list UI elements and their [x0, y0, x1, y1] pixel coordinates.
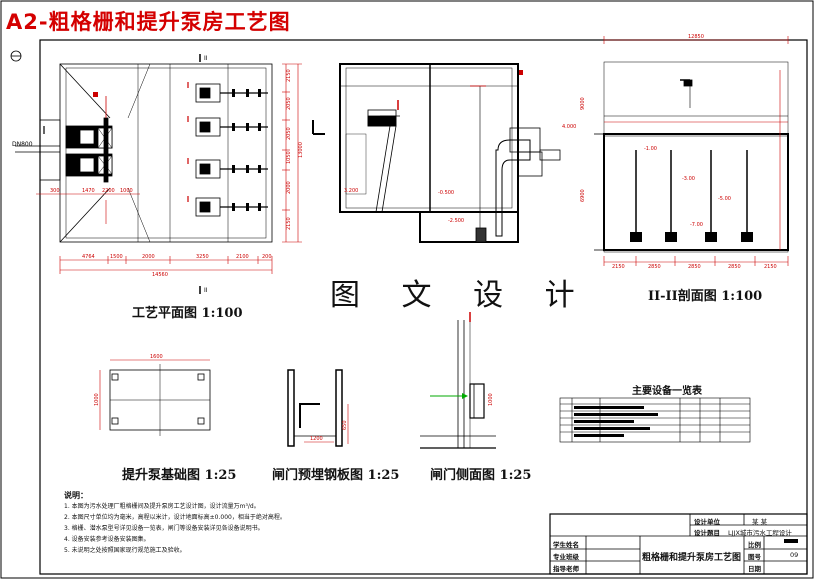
section-elev-right-1: -1.00	[644, 146, 657, 152]
note-5: 5. 未说明之处按照国家现行规范施工及验收。	[64, 547, 186, 554]
brand-watermark: 图 文 设 计	[330, 278, 591, 313]
tb-design-unit-value: 某 某	[752, 518, 768, 526]
pump-base-detail	[99, 359, 211, 436]
tb-drawing-name: 粗格栅和提升泵房工艺图	[642, 553, 742, 563]
plan-dim-left-1: 300	[50, 188, 60, 194]
mid-elev-2: 3.200	[344, 188, 358, 194]
note-2: 2. 本图尺寸单位均为毫米，高程以米计，设计地面标高±0.000，相当于绝对高程…	[64, 514, 286, 521]
section-bottom-3: 2850	[688, 264, 701, 270]
caption-plan: 工艺平面图 1:100	[132, 306, 243, 321]
tb-topic-label: 设计题目	[694, 529, 720, 537]
tb-topic-value: LJJX城市污水工程设计	[728, 529, 792, 537]
tb-number-value: 09	[790, 551, 799, 559]
note-1: 1. 本图为污水处理厂粗格栅间及提升泵房工艺设计图，设计流量万m³/d。	[64, 503, 260, 510]
mid-elev-4: -2.500	[448, 218, 464, 224]
section-elev-right-3: -5.00	[718, 196, 731, 202]
title-block	[549, 513, 808, 575]
plan-dim-bottom-2: 1500	[110, 254, 123, 260]
section-right-1: 9000	[580, 97, 586, 110]
section-mark-bottom: II	[204, 287, 208, 294]
section-elev-right-4: -7.00	[690, 222, 703, 228]
pump-base-dim-1: 1600	[150, 354, 163, 360]
plan-dim-right-5: 2000	[286, 181, 292, 194]
inlet-label: DN800	[12, 141, 33, 148]
plan-dim-bottom-5: 2100	[236, 254, 249, 260]
note-3: 3. 格栅、潜水泵型号详见设备一览表，闸门等设备安装详见各设备说明书。	[64, 525, 264, 532]
gate-plate-detail	[287, 369, 349, 447]
notes-title: 说明：	[64, 491, 88, 500]
inner-frame	[39, 39, 808, 575]
plan-dim-bottom-3: 2000	[142, 254, 155, 260]
section-bottom-1: 2150	[612, 264, 625, 270]
mid-elev-3: -0.500	[438, 190, 454, 196]
design-notes: 说明： 1. 本图为污水处理厂粗格栅间及提升泵房工艺设计图，设计流量万m³/d。…	[64, 490, 286, 556]
plan-dim-left-4: 1000	[120, 188, 133, 194]
section-top-total: 12850	[688, 34, 704, 40]
section-bottom-4: 2850	[728, 264, 741, 270]
plan-dim-right-2: 2050	[286, 97, 292, 110]
tb-advisor-label: 指导老师	[553, 565, 579, 573]
plan-dim-left-2: 1470	[82, 188, 95, 194]
section-bottom-2: 2850	[648, 264, 661, 270]
tb-scale-label: 比例	[748, 541, 761, 549]
caption-equipment: 主要设备一览表	[632, 386, 702, 397]
plan-view	[10, 50, 302, 294]
plan-dim-total: 14560	[152, 272, 168, 278]
plan-dim-right-total: 13000	[298, 142, 304, 158]
tb-student-label: 学生姓名	[553, 541, 579, 549]
plan-dim-bottom-4: 3250	[196, 254, 209, 260]
caption-gate-plate: 闸门预埋钢板图 1:25	[272, 468, 400, 483]
gate-plate-dim-2: 650	[342, 420, 348, 430]
pump-base-dim-2: 1000	[94, 393, 100, 406]
dimension-labels: 4764 1500 2000 3250 2100 200 14560 300 1…	[50, 34, 777, 442]
plan-annotations: DN800 II II	[12, 55, 208, 294]
plan-dim-right-1: 2150	[286, 69, 292, 82]
tb-number-label: 图号	[748, 553, 761, 561]
caption-section: II-II剖面图 1:100	[648, 289, 763, 304]
sheet-title: A2-粗格栅和提升泵房工艺图	[6, 10, 291, 34]
mid-elev-1: 4.000	[562, 124, 576, 130]
ii-section	[594, 36, 789, 266]
plan-dim-bottom-6: 200	[262, 254, 272, 260]
section-mark-top: II	[204, 55, 208, 62]
note-4: 4. 设备安装参考设备安装图集。	[64, 536, 150, 543]
plan-dim-bottom-1: 4764	[82, 254, 95, 260]
gate-plate-dim-1: 1200	[310, 436, 323, 442]
plan-dim-right-4: 1050	[286, 151, 292, 164]
caption-gate-side: 闸门侧面图 1:25	[430, 468, 532, 483]
plan-dim-left-3: 2200	[102, 188, 115, 194]
equipment-table	[559, 397, 751, 443]
tb-design-unit-label: 设计单位	[694, 518, 720, 526]
plan-dim-right-6: 2150	[286, 217, 292, 230]
gate-side-dim-1: 1000	[488, 393, 494, 406]
caption-pump-base: 提升泵基础图 1:25	[122, 468, 237, 483]
middle-section	[312, 63, 561, 243]
section-right-2: 6900	[580, 189, 586, 202]
section-bottom-5: 2150	[764, 264, 777, 270]
section-elev-right-2: -3.00	[682, 176, 695, 182]
gate-side-detail	[420, 312, 496, 449]
tb-major-label: 专业班级	[553, 553, 579, 561]
plan-dim-right-3: 2050	[286, 127, 292, 140]
tb-date-label: 日期	[748, 565, 761, 573]
